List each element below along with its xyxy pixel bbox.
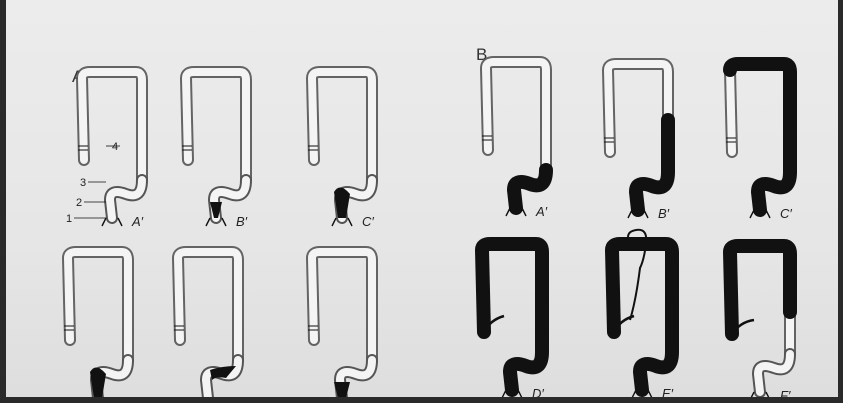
panel-b-5: E′: [608, 230, 674, 397]
panel-b-3-colon-outline: [730, 64, 790, 172]
group-b: BA′B′C′D′E′F′: [476, 45, 792, 397]
panel-label: F′: [362, 394, 373, 397]
panel-b-6-colon-lumen: [730, 246, 790, 354]
panel-a-5-colon-lumen: [178, 252, 238, 360]
panel-a-2-colon-lumen: [186, 72, 246, 180]
stage-number: 2: [76, 197, 82, 209]
panel-a-6-colon-lumen: [312, 252, 372, 360]
panel-a-2: B′: [182, 72, 248, 229]
panel-a-6-colon-outline: [312, 252, 372, 360]
panel-b-3-barium-column-0: [730, 64, 790, 210]
panel-label: C′: [780, 206, 792, 221]
panel-a-5: E′: [174, 252, 240, 397]
panel-label: C′: [362, 214, 374, 229]
panel-b-4: D′: [478, 244, 544, 397]
panel-b-4-colon-lumen: [482, 244, 542, 352]
panel-label: E′: [662, 386, 674, 397]
panel-a-3-colon-outline: [312, 72, 372, 180]
panel-label: A′: [535, 204, 548, 219]
panel-b-2: B′: [604, 64, 670, 221]
panel-a-4: D′: [64, 252, 130, 397]
panel-a-1-colon-outline: [82, 72, 142, 180]
panel-a-2-colon-outline: [186, 72, 246, 180]
panel-a-4-colon-outline: [68, 252, 128, 360]
panel-b-2-barium-column-0: [636, 120, 668, 210]
panel-b-1: A′: [482, 62, 548, 219]
panel-b-1-colon-lumen: [486, 62, 546, 170]
panel-label: B′: [236, 214, 248, 229]
panel-label: F′: [780, 388, 791, 397]
panel-label: D′: [532, 386, 544, 397]
panel-label: D′: [118, 394, 130, 397]
stage-number: 3: [80, 177, 86, 189]
stage-number: 4: [112, 141, 118, 153]
panel-a-3-colon-lumen: [312, 72, 372, 180]
panel-b-6-colon-outline: [730, 246, 790, 354]
panel-a-5-colon-outline: [178, 252, 238, 360]
panel-label: E′: [228, 394, 240, 397]
panel-a-1-colon-lumen: [82, 72, 142, 180]
panel-a-3: C′: [308, 72, 374, 229]
panel-b-1-barium-column-0: [514, 170, 546, 208]
panel-a-1: A′: [78, 72, 144, 229]
panel-a-4-colon-lumen: [68, 252, 128, 360]
panel-label: A′: [131, 214, 144, 229]
panel-b-6: F′: [726, 246, 791, 397]
panel-b-1-colon-outline: [486, 62, 546, 170]
stage-number: 1: [66, 213, 72, 225]
panel-b-6-barium-column-0: [730, 246, 790, 334]
panel-b-4-barium-column-0: [482, 244, 542, 390]
panel-b-2-colon-lumen: [608, 64, 668, 172]
panel-label: B′: [658, 206, 670, 221]
panel-b-2-colon-outline: [608, 64, 668, 172]
panel-b-3-colon-lumen: [730, 64, 790, 172]
panel-b-3: C′: [726, 64, 792, 221]
panel-a-6: F′: [308, 252, 373, 397]
panel-b-4-colon-outline: [482, 244, 542, 352]
